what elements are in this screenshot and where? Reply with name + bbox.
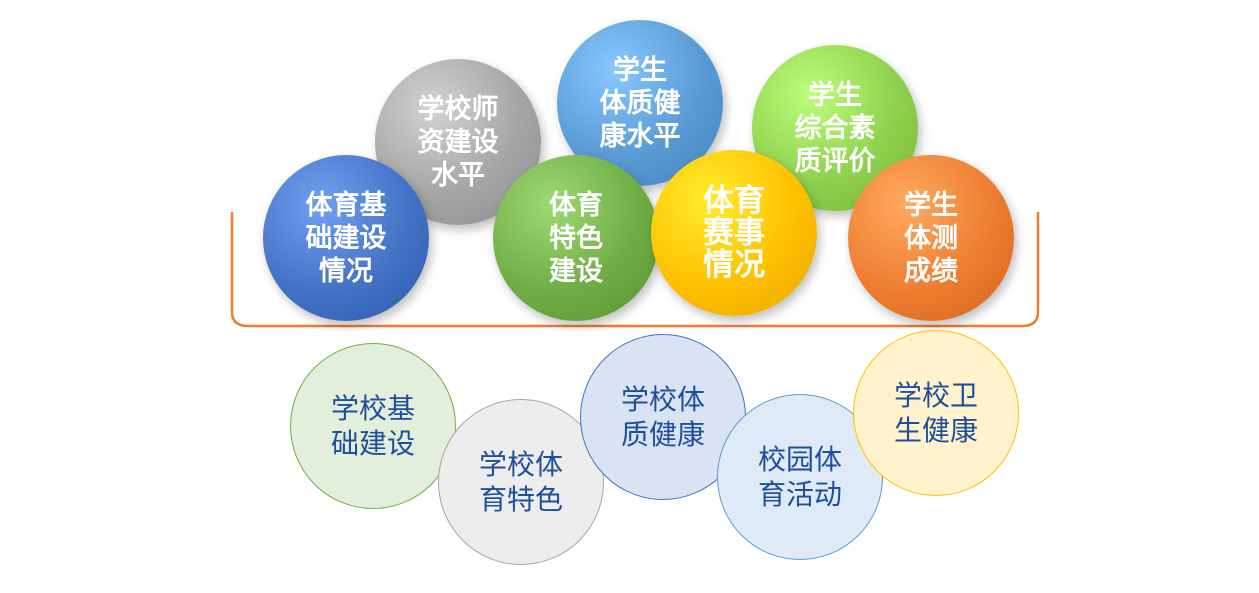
circle-fitness-test: 学生 体测 成绩 xyxy=(848,155,1014,321)
circle-label: 体育 特色 建设 xyxy=(549,189,603,287)
circle-label: 学生 综合素 质评价 xyxy=(794,79,876,177)
circle-label: 学校师 资建设 水平 xyxy=(417,93,499,191)
circle-sports-events: 体育 赛事 情况 xyxy=(651,150,817,316)
circle-school-health: 学校卫 生健康 xyxy=(853,330,1019,496)
circle-school-sports-feature: 学校体 育特色 xyxy=(438,399,604,565)
circle-sports-feature: 体育 特色 建设 xyxy=(493,155,659,321)
circle-label: 学校基 础建设 xyxy=(330,392,415,460)
circle-label: 校园体 育活动 xyxy=(757,443,842,511)
circle-label: 学校卫 生健康 xyxy=(893,379,978,447)
circle-label: 学生 体质健 康水平 xyxy=(599,54,681,152)
circle-school-physique: 学校体 质健康 xyxy=(580,334,746,500)
circle-comprehensive-eval: 学生 综合素 质评价 xyxy=(752,45,918,211)
circle-label: 学校体 质健康 xyxy=(620,383,705,451)
circle-label: 学生 体测 成绩 xyxy=(904,189,958,287)
circle-school-infrastructure: 学校基 础建设 xyxy=(290,343,456,509)
circle-label: 体育基 础建设 情况 xyxy=(305,189,387,287)
circle-sports-infrastructure: 体育基 础建设 情况 xyxy=(263,155,429,321)
circle-label: 学校体 育特色 xyxy=(478,448,563,516)
circle-label: 体育 赛事 情况 xyxy=(703,183,765,283)
